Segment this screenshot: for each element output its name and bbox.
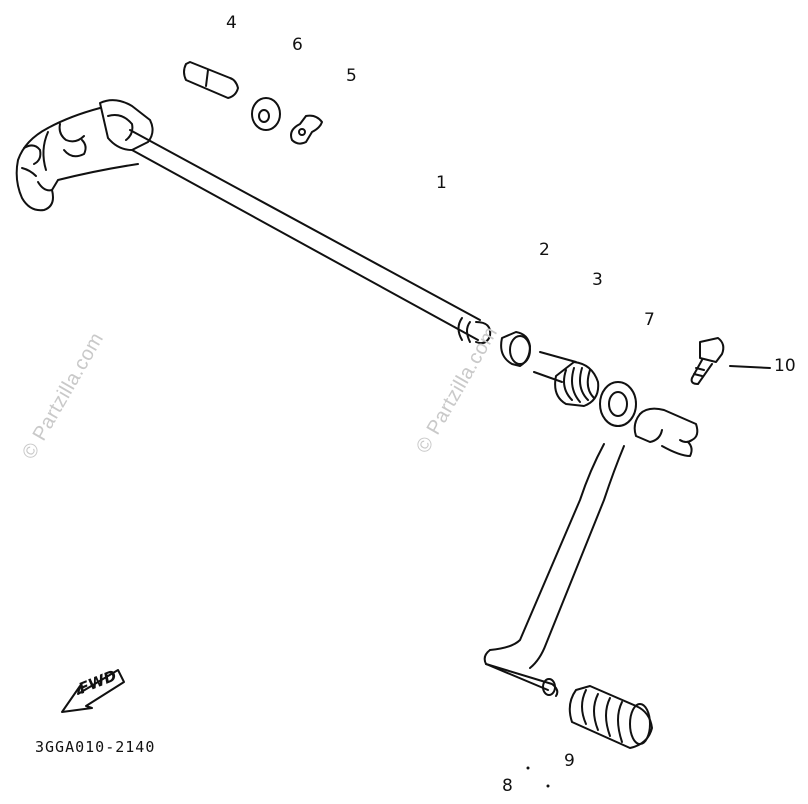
collar-part xyxy=(500,331,531,367)
callout-1: 1 xyxy=(436,173,447,193)
washer-7-part xyxy=(599,381,637,427)
fwd-arrow xyxy=(61,669,125,713)
torsion-spring-part xyxy=(533,351,600,407)
shift-pedal-part xyxy=(483,407,699,697)
callout-9: 9 xyxy=(564,751,575,771)
bolt-part xyxy=(690,337,771,385)
callout-3: 3 xyxy=(592,270,603,290)
shift-shaft-part xyxy=(15,99,492,345)
circlip-part xyxy=(290,114,323,145)
diagram-code: 3GGA010-2140 xyxy=(35,738,156,756)
pedal-rubber-part xyxy=(568,685,653,749)
washer-6-part xyxy=(251,97,281,131)
callout-2: 2 xyxy=(539,240,550,260)
callout-7: 7 xyxy=(644,310,655,330)
callout-6: 6 xyxy=(292,35,303,55)
pin-part xyxy=(183,61,239,99)
callout-4: 4 xyxy=(226,13,237,33)
callout-5: 5 xyxy=(346,66,357,86)
callout-8: 8 xyxy=(502,776,513,796)
callout-10: 10 xyxy=(774,356,796,376)
